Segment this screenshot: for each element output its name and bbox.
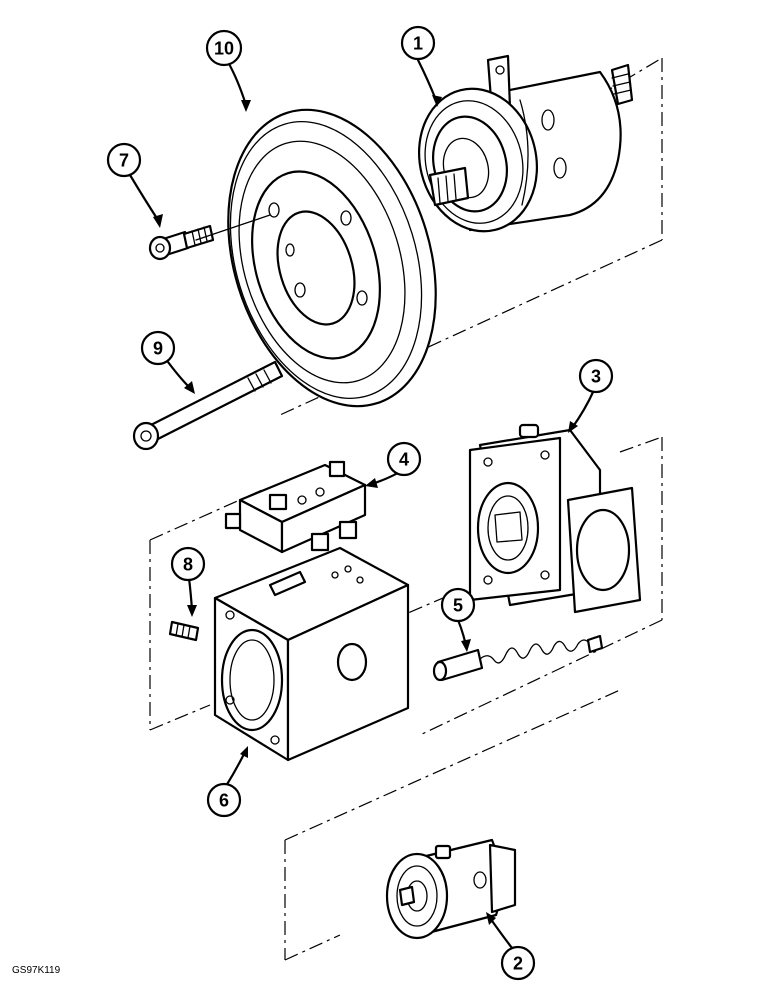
- callout-7: 7: [106, 142, 142, 178]
- callout-2: 2: [500, 945, 536, 981]
- callout-3: 3: [578, 358, 614, 394]
- long-bolt-part-9: [132, 360, 284, 451]
- valve-body-part-2: [385, 838, 517, 940]
- callout-6-label: 6: [219, 791, 229, 811]
- callout-4-label: 4: [399, 450, 409, 470]
- callout-5-label: 5: [453, 596, 463, 616]
- assembly-boundary-bottom: [284, 689, 621, 961]
- set-screw-part-8: [168, 620, 200, 642]
- callout-2-label: 2: [513, 954, 523, 974]
- pump-housing-part-6: [213, 546, 410, 762]
- callout-1-label: 1: [413, 34, 423, 54]
- callout-8-label: 8: [183, 555, 193, 575]
- figure-code: GS97K119: [12, 965, 61, 976]
- cap-screw-part-7: [148, 214, 271, 261]
- callout-1: 1: [400, 25, 436, 61]
- callout-5: 5: [440, 587, 476, 623]
- callout-9-label: 9: [153, 339, 163, 359]
- plate-part-10: [227, 108, 437, 408]
- callout-10: 10: [205, 29, 243, 67]
- end-housing-part-3: [468, 423, 642, 614]
- callout-3-label: 3: [591, 367, 601, 387]
- callout-9: 9: [140, 330, 176, 366]
- assembly-boundary-middle: [149, 436, 663, 736]
- callout-10-label: 10: [214, 39, 234, 59]
- control-valve-block-part-4: [224, 460, 367, 554]
- callout-6: 6: [206, 782, 242, 818]
- callout-4: 4: [386, 441, 422, 477]
- motor-part-1: [417, 54, 634, 233]
- spool-part-5: [432, 634, 604, 682]
- callout-7-label: 7: [119, 151, 129, 171]
- callout-8: 8: [170, 546, 206, 582]
